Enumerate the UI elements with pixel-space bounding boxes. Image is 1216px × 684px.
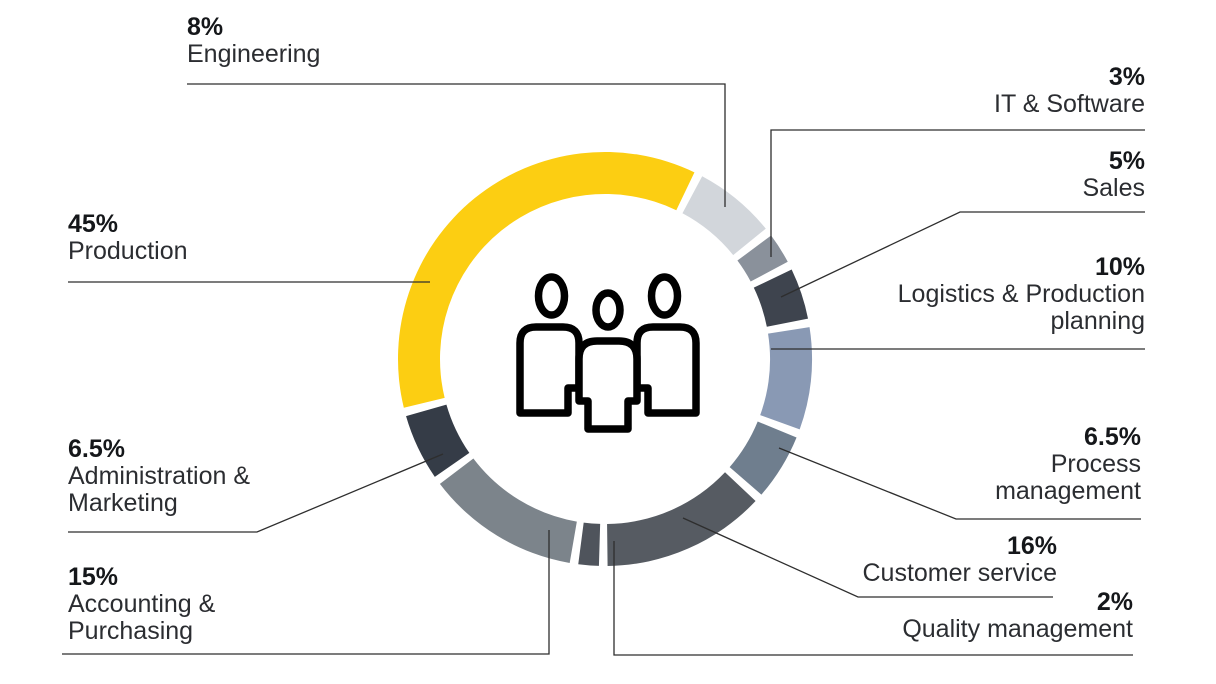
segment-pct: 10% [1094, 253, 1145, 281]
leader-line-quality [613, 541, 1133, 656]
segment-pct: 5% [1108, 147, 1145, 175]
segment-name: Engineering [187, 40, 321, 68]
leader-line-sales [780, 211, 1145, 298]
segment-it_software [737, 235, 788, 282]
person-center-head [592, 289, 624, 331]
label-sales: 5%Sales [1082, 148, 1145, 202]
segment-pct: 8% [187, 13, 224, 41]
leader-line-customer_service [682, 517, 1053, 598]
segment-administration [406, 404, 470, 477]
person-left-head [534, 273, 569, 319]
segment-pct: 15% [68, 563, 119, 591]
leader-line-process [778, 447, 1141, 520]
person-left-torso [516, 323, 583, 417]
leader-line-it_software [770, 129, 1145, 257]
segment-name: IT & Software [994, 90, 1145, 118]
segment-pct: 6.5% [1084, 423, 1141, 451]
segment-engineering [682, 176, 766, 256]
person-right-torso [633, 323, 700, 417]
segment-name: Process management [995, 450, 1141, 505]
label-logistics: 10%Logistics & Production planning [898, 254, 1145, 335]
segment-logistics [760, 327, 812, 430]
label-administration: 6.5%Administration & Marketing [68, 436, 250, 517]
leader-line-engineering [187, 83, 726, 207]
label-process: 6.5%Process management [995, 424, 1141, 505]
leader-line-administration [68, 453, 444, 533]
segment-sales [753, 269, 809, 327]
segment-name: Customer service [862, 559, 1058, 587]
label-production: 45%Production [68, 211, 188, 265]
person-center-torso [575, 337, 641, 433]
people-group-icon [516, 273, 700, 433]
segment-pct: 2% [1096, 588, 1133, 616]
segment-name: Accounting & Purchasing [68, 590, 216, 645]
segment-pct: 3% [1108, 63, 1145, 91]
segment-name: Production [68, 237, 188, 265]
segment-pct: 6.5% [68, 435, 125, 463]
label-it_software: 3%IT & Software [994, 64, 1145, 118]
person-right-head [647, 273, 682, 319]
segment-name: Logistics & Production planning [897, 280, 1145, 335]
segment-accounting [439, 458, 577, 563]
segment-quality [578, 522, 601, 566]
segment-production [398, 152, 695, 408]
label-engineering: 8%Engineering [187, 14, 320, 68]
leader-line-accounting [62, 530, 550, 655]
segment-process [729, 421, 797, 495]
segment-name: Sales [1082, 174, 1145, 202]
label-customer_service: 16%Customer service [863, 533, 1058, 587]
label-accounting: 15%Accounting & Purchasing [68, 564, 215, 645]
segment-name: Administration & Marketing [68, 462, 251, 517]
label-quality: 2%Quality management [902, 589, 1133, 643]
segment-pct: 16% [1006, 532, 1057, 560]
segment-pct: 45% [68, 210, 119, 238]
segment-name: Quality management [902, 615, 1133, 643]
segment-customer_service [607, 472, 756, 566]
